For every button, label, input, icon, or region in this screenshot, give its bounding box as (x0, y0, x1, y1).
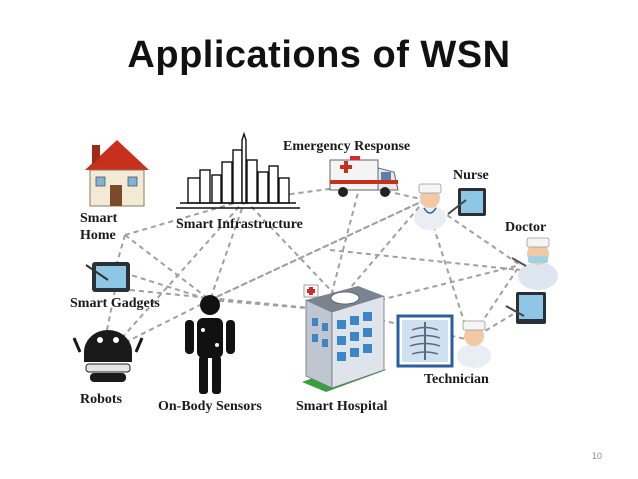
smart-home-label: Smart Home (80, 211, 118, 243)
doctor-label: Doctor (505, 220, 546, 235)
smart-hospital-label: Smart Hospital (296, 399, 388, 414)
robot-icon (72, 330, 144, 382)
technician-label: Technician (424, 372, 489, 387)
page-number: 10 (591, 451, 602, 461)
hospital-icon (302, 284, 386, 392)
robots-label: Robots (80, 392, 123, 407)
tablet-icon (447, 188, 486, 216)
house-icon (85, 140, 149, 207)
xray-icon (396, 314, 454, 368)
person-icon (185, 295, 235, 394)
smart-infrastructure-label: Smart Infrastructure (176, 217, 303, 232)
ambulance-icon (329, 156, 399, 197)
nurse-icon (457, 320, 491, 368)
on-body-sensors-label: On-Body Sensors (158, 399, 262, 414)
tablet-icon (505, 292, 546, 324)
svg-text:Home: Home (80, 228, 116, 243)
emergency-response-label: Emergency Response (283, 139, 410, 154)
nurse-icon (414, 183, 446, 230)
svg-text:Smart: Smart (80, 211, 118, 226)
city-skyline-icon (176, 131, 300, 209)
tablet-icon (85, 262, 130, 292)
doctor-icon (511, 237, 558, 290)
smart-gadgets-label: Smart Gadgets (70, 296, 160, 311)
slide-title: Applications of WSN (127, 34, 511, 76)
nurse-label: Nurse (453, 168, 489, 183)
